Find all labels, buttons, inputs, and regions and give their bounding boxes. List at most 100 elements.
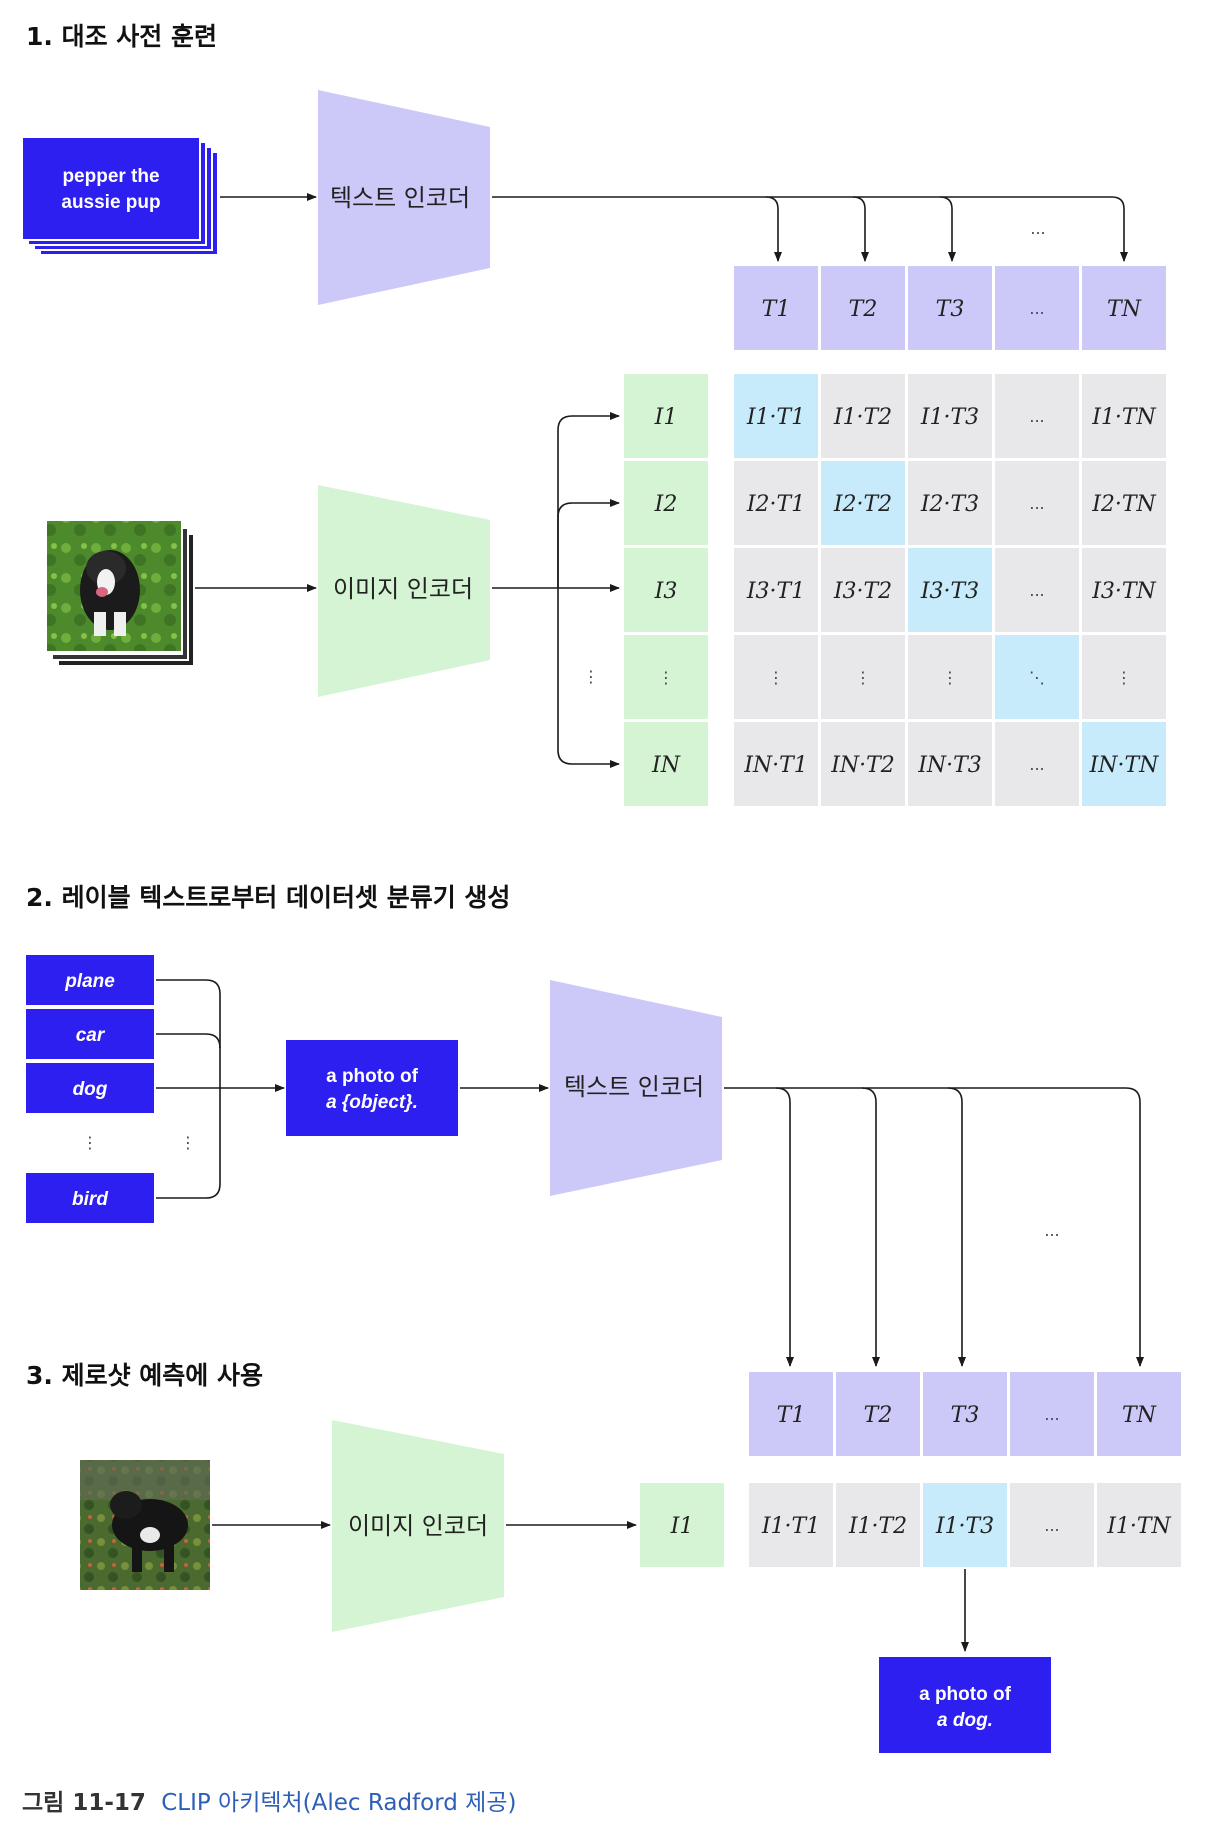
i-embedding: I1	[670, 1514, 694, 1539]
svg-text:...: ...	[1044, 1221, 1059, 1240]
matrix-cell-bg	[821, 635, 905, 719]
dog-photo	[80, 1460, 210, 1590]
t-embedding: T2	[864, 1403, 893, 1428]
label-car: car	[76, 1025, 106, 1046]
score-cell: I1·T1	[761, 1514, 820, 1539]
text-card-stack: pepper the aussie pup	[21, 136, 219, 256]
figure-caption: 그림 11-17 CLIP 아키텍처(Alec Radford 제공)	[22, 1790, 516, 1816]
image-encoder-2-label: 이미지 인코더	[348, 1512, 488, 1540]
template-line-2: a {object}.	[326, 1092, 418, 1113]
matrix-cell: ⋮	[768, 668, 784, 687]
score-cell-bg	[749, 1483, 833, 1567]
matrix-cell-bg	[821, 461, 905, 545]
section-1-title: 1. 대조 사전 훈련	[26, 22, 217, 51]
text-encoder-2-label: 텍스트 인코더	[564, 1073, 704, 1101]
i-embedding: I1	[654, 405, 678, 430]
matrix-cell: IN·T2	[830, 753, 895, 778]
matrix-cell-bg	[734, 548, 818, 632]
svg-text:...: ...	[1030, 219, 1045, 238]
matrix-cell: I1·T2	[833, 405, 892, 430]
label-dog: dog	[73, 1079, 108, 1100]
matrix-cell-bg	[908, 374, 992, 458]
svg-text:⋮: ⋮	[180, 1133, 196, 1152]
caption-text: CLIP 아키텍처(Alec Radford 제공)	[161, 1790, 516, 1816]
matrix-cell-bg	[995, 374, 1079, 458]
matrix-cell-bg	[995, 461, 1079, 545]
score-cell-bg	[836, 1483, 920, 1567]
matrix-cell-bg	[995, 722, 1079, 806]
label-list: plane car dog bird ⋮ ⋮	[26, 955, 196, 1223]
matrix-cell: I1·T3	[920, 405, 979, 430]
stage3-text-embeddings: T1 T2 T3 ... TN	[749, 1372, 1181, 1456]
matrix-cell: I2·T1	[746, 492, 805, 517]
matrix-cell: I3·T1	[746, 579, 805, 604]
image-encoder-1: 이미지 인코더	[318, 485, 490, 697]
label-bird: bird	[72, 1189, 108, 1210]
text-card-line-2: aussie pup	[61, 192, 160, 213]
score-cell: ...	[1044, 1516, 1059, 1535]
matrix-cell-bg	[1082, 548, 1166, 632]
image-encoder-2: 이미지 인코더	[332, 1420, 504, 1632]
section-3-title: 3. 제로샷 예측에 사용	[26, 1361, 263, 1390]
i-embedding: I2	[654, 492, 678, 517]
i-embedding-ellipsis: ⋮	[658, 668, 674, 687]
matrix-cell: I3·TN	[1091, 579, 1156, 604]
matrix-cell-bg	[995, 635, 1079, 719]
label-plane: plane	[64, 971, 115, 992]
t-embedding: TN	[1107, 297, 1142, 322]
text-card-line-1: pepper the	[62, 166, 159, 187]
i-embedding: IN	[651, 753, 681, 778]
matrix-cell-bg	[908, 722, 992, 806]
svg-text:⋮: ⋮	[583, 667, 599, 686]
matrix-cell: ...	[1029, 581, 1044, 600]
t-embedding-ellipsis: ...	[1044, 1405, 1059, 1424]
svg-text:⋮: ⋮	[82, 1133, 98, 1152]
matrix-cell: ⋮	[855, 668, 871, 687]
matrix-cell: I3·T3	[920, 579, 979, 604]
score-cell-bg	[1097, 1483, 1181, 1567]
score-cell-bg	[1010, 1483, 1094, 1567]
stage1-text-embeddings: T1 T2 T3 ... TN	[734, 266, 1166, 350]
matrix-cell: ...	[1029, 755, 1044, 774]
matrix-cell-bg	[734, 374, 818, 458]
matrix-cell: IN·T1	[743, 753, 808, 778]
matrix-cell: I2·TN	[1091, 492, 1156, 517]
matrix-cell-bg	[1082, 635, 1166, 719]
matrix-cell: I1·TN	[1091, 405, 1156, 430]
text-encoder-2: 텍스트 인코더	[550, 980, 722, 1196]
matrix-cell-bg	[821, 722, 905, 806]
matrix-cell-bg	[734, 722, 818, 806]
matrix-cell-bg	[1082, 722, 1166, 806]
image-encoder-1-label: 이미지 인코더	[333, 575, 473, 603]
t-embedding: T3	[936, 297, 965, 322]
matrix-cell: ⋮	[942, 668, 958, 687]
matrix-cell: I2·T2	[833, 492, 892, 517]
t-embedding: TN	[1122, 1403, 1157, 1428]
t-embedding: T2	[849, 297, 878, 322]
score-cell: I1·T3	[935, 1514, 994, 1539]
puppy-image-stack	[47, 521, 193, 665]
matrix-cell: ⋱	[1029, 668, 1045, 687]
score-cell: I1·T2	[848, 1514, 907, 1539]
prediction-card: a photo of a dog.	[879, 1657, 1051, 1753]
text-encoder-1-label: 텍스트 인코더	[330, 184, 470, 212]
matrix-cell-bg	[995, 548, 1079, 632]
matrix-cell: I1·T1	[746, 405, 805, 430]
matrix-cell-bg	[908, 548, 992, 632]
matrix-cell-bg	[908, 461, 992, 545]
prompt-template-card: a photo of a {object}.	[286, 1040, 458, 1136]
matrix-cell-bg	[908, 635, 992, 719]
matrix-cell: ...	[1029, 407, 1044, 426]
matrix-cell: IN·TN	[1089, 753, 1160, 778]
matrix-cell-bg	[1082, 374, 1166, 458]
section-2-title: 2. 레이블 텍스트로부터 데이터셋 분류기 생성	[26, 883, 510, 912]
t-embedding-ellipsis: ...	[1029, 299, 1044, 318]
i-embedding: I3	[654, 579, 678, 604]
t-embedding: T1	[777, 1403, 806, 1428]
stage3-image-embedding: I1	[640, 1483, 724, 1567]
matrix-cell-bg	[1082, 461, 1166, 545]
matrix-cell-bg	[821, 374, 905, 458]
matrix-cell-bg	[821, 548, 905, 632]
